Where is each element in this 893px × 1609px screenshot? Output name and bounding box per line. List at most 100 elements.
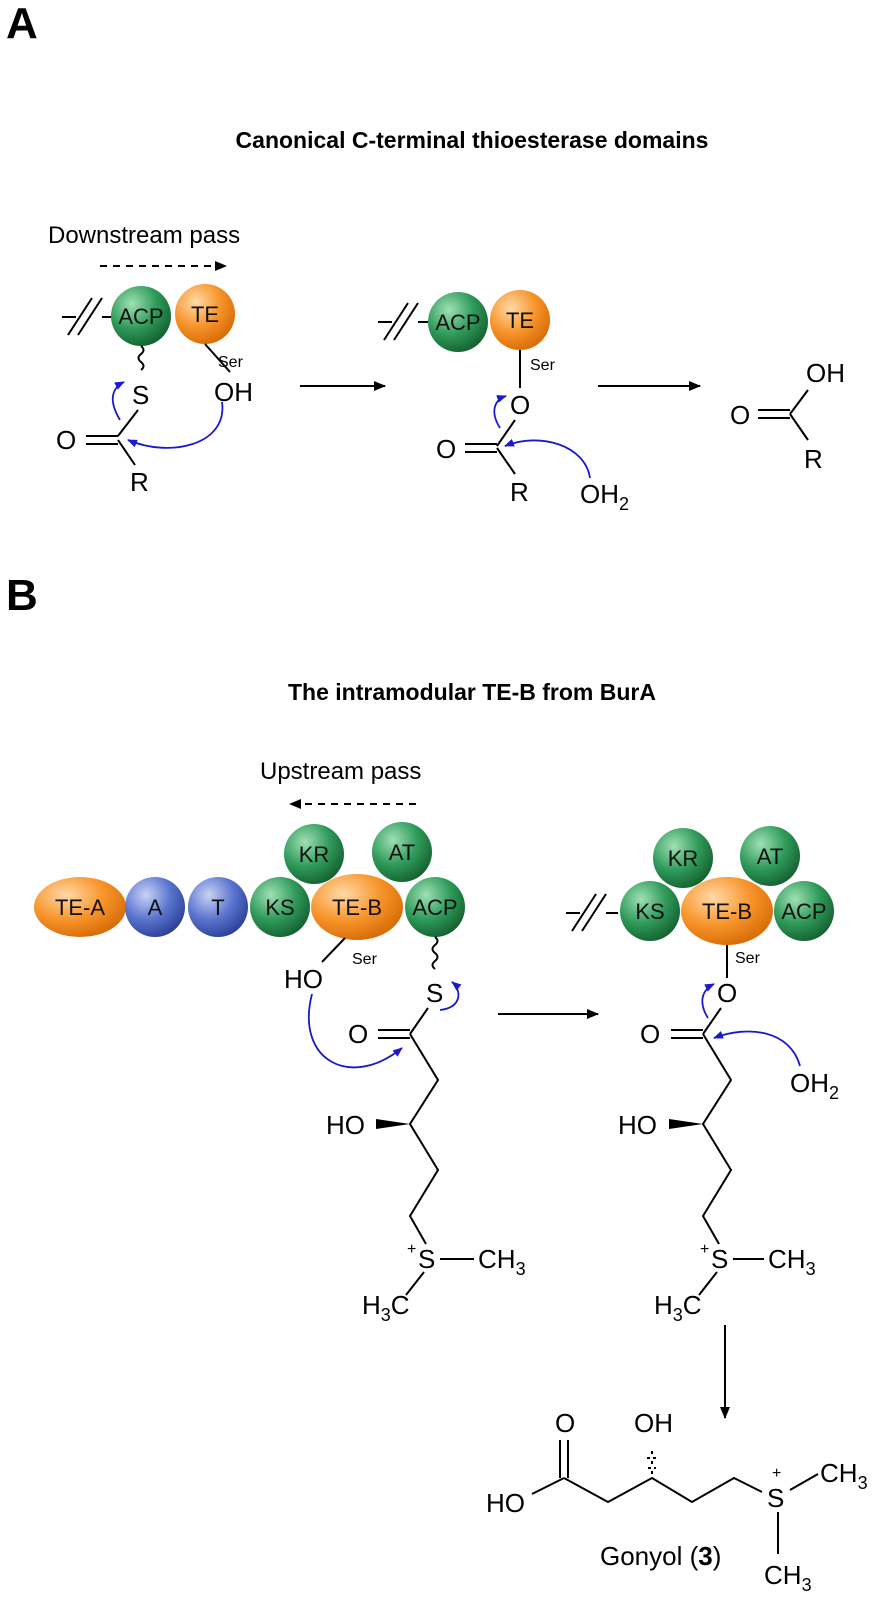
t-domain-label: T xyxy=(211,895,224,920)
r-group: R xyxy=(130,467,149,497)
pantetheine-wavy-bond xyxy=(137,345,145,371)
curly-arrow-release xyxy=(701,983,715,1019)
c-r-bond xyxy=(117,439,136,466)
te-a-domain xyxy=(34,877,126,937)
acid-oh: OH xyxy=(806,358,845,388)
acp-domain-label: ACP xyxy=(412,895,457,920)
hydroxyl-ho: HO xyxy=(618,1110,657,1140)
c-r-bond xyxy=(496,447,516,475)
at-domain xyxy=(740,826,800,886)
carbonyl-o: O xyxy=(436,434,456,464)
ser-bond xyxy=(204,343,231,373)
chain-break-icon xyxy=(378,302,430,341)
carbon-chain xyxy=(701,1033,733,1245)
acyl-enzyme-intermediate: KR AT KS ACP TE-B Ser O O HO + S CH3 H3C xyxy=(566,826,839,1325)
carbonyl-o: O xyxy=(348,1019,368,1049)
sulfonium-charge: + xyxy=(407,1241,416,1258)
c-oh-bond xyxy=(531,1477,565,1495)
product-name: Gonyol (3) xyxy=(600,1541,721,1571)
sulfonium-charge: + xyxy=(772,1465,781,1482)
panel-a-letter: A xyxy=(6,0,38,48)
ks-domain xyxy=(620,881,680,941)
acp-domain xyxy=(111,286,171,346)
carbon-chain xyxy=(408,1033,440,1245)
curly-arrow-attack xyxy=(127,401,224,449)
acid-carbonyl-o: O xyxy=(555,1408,575,1438)
s-c-bond xyxy=(117,409,139,437)
hydroxyl-oh: OH xyxy=(634,1408,673,1438)
s-methyl-bond xyxy=(789,1473,819,1491)
s-c-bond xyxy=(409,1007,429,1035)
te-b-domain xyxy=(311,874,403,940)
step2-intermediate: ACP TE Ser O O R OH2 xyxy=(378,290,629,514)
panel-a-title: Canonical C-terminal thioesterase domain… xyxy=(236,127,709,153)
product-gonyol: O HO OH + S CH3 CH3 Gonyol (3) xyxy=(486,1408,868,1595)
methyl-2: H3C xyxy=(654,1290,702,1325)
curly-arrow-release xyxy=(493,395,507,429)
chain-break-icon xyxy=(62,297,112,336)
methyl-1: CH3 xyxy=(478,1244,526,1279)
pantetheine-wavy-bond xyxy=(431,936,439,970)
t-domain xyxy=(188,877,248,937)
wedge-bond xyxy=(669,1119,703,1129)
hydroxyl-ho: HO xyxy=(326,1110,365,1140)
sulfonium-s: S xyxy=(767,1483,784,1513)
curly-arrow-release xyxy=(439,981,462,1011)
carbonyl-o: O xyxy=(730,400,750,430)
curly-arrow-water-attack xyxy=(713,1030,801,1067)
chain-break-icon xyxy=(566,893,618,932)
methyl-2: H3C xyxy=(362,1290,410,1325)
te-b-domain xyxy=(681,877,773,945)
s-methyl-bond-2 xyxy=(405,1271,425,1296)
s-methyl-bond-2 xyxy=(698,1271,718,1296)
kr-domain xyxy=(653,828,713,888)
ks-domain xyxy=(250,877,310,937)
c-oh-bond xyxy=(789,389,809,415)
sulfonium-charge: + xyxy=(700,1241,709,1258)
ser-oh: OH xyxy=(214,377,253,407)
curly-arrow-attack xyxy=(307,993,403,1069)
at-domain-label: AT xyxy=(389,840,415,865)
water: OH2 xyxy=(580,479,629,514)
ser-label: Ser xyxy=(218,354,244,371)
kr-domain xyxy=(284,824,344,884)
curly-arrow-water-attack xyxy=(504,438,591,479)
curly-arrow-release xyxy=(111,381,125,421)
te-domain-label: TE xyxy=(506,308,534,333)
ser-oh: HO xyxy=(284,964,323,994)
carbonyl-o: O xyxy=(640,1019,660,1049)
downstream-pass-label: Downstream pass xyxy=(48,222,240,249)
panel-b-title: The intramodular TE-B from BurA xyxy=(288,679,656,705)
product-acid: OH O R xyxy=(730,358,845,474)
te-b-domain-label: TE-B xyxy=(702,899,752,924)
acp-domain-label: ACP xyxy=(435,310,480,335)
acp-domain xyxy=(405,877,465,937)
at-domain xyxy=(372,822,432,882)
te-b-domain-label: TE-B xyxy=(332,895,382,920)
te-domain xyxy=(175,284,235,344)
ser-label: Ser xyxy=(530,357,556,374)
ester-o: O xyxy=(510,390,530,420)
ser-label: Ser xyxy=(735,950,761,967)
water: OH2 xyxy=(790,1068,839,1103)
a-domain-label: A xyxy=(148,895,163,920)
acp-domain xyxy=(774,881,834,941)
panel-b-letter: B xyxy=(6,571,38,620)
step1-module: ACP TE S Ser OH O R xyxy=(56,284,253,497)
r-group: R xyxy=(804,444,823,474)
thioester-s: S xyxy=(426,978,443,1008)
wedge-bond xyxy=(376,1119,410,1129)
carbonyl-o: O xyxy=(56,425,76,455)
o-c-bond xyxy=(496,419,516,447)
ester-o: O xyxy=(717,978,737,1008)
acp-domain xyxy=(428,292,488,352)
acp-domain-label: ACP xyxy=(781,899,826,924)
te-domain xyxy=(490,290,550,350)
sulfonium-s: S xyxy=(711,1244,728,1274)
thioester-s: S xyxy=(132,380,149,410)
c-r-bond xyxy=(789,413,809,441)
te-domain-label: TE xyxy=(191,302,219,327)
methyl-2: CH3 xyxy=(764,1560,812,1595)
upstream-pass-label: Upstream pass xyxy=(260,758,421,785)
kr-domain-label: KR xyxy=(668,846,699,871)
